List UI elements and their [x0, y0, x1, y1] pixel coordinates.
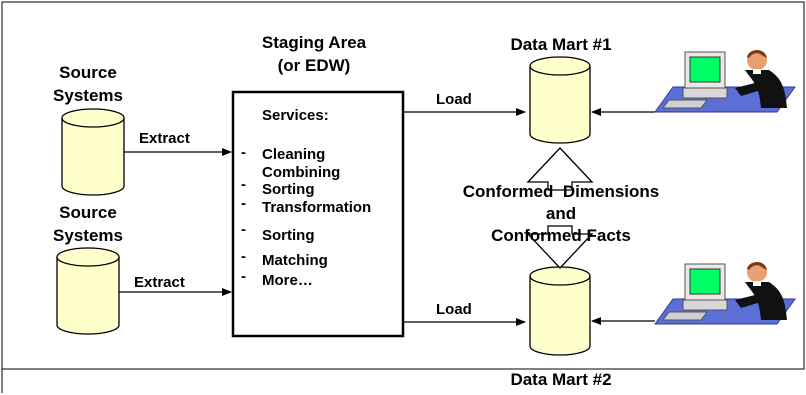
source-2-label-line1: Source [59, 203, 117, 222]
service-dash: - [241, 221, 246, 238]
data-mart-2: Data Mart #2 [510, 266, 612, 389]
service-item: Sorting [262, 227, 315, 244]
user-at-computer-icon [654, 50, 796, 113]
service-dash: - [241, 195, 246, 212]
conformed-double-arrow [526, 147, 594, 269]
source-1-extract-label: Extract [139, 130, 190, 147]
load-label-2: Load [436, 301, 472, 318]
source-2-label-line2: Systems [53, 226, 123, 245]
data-mart-1: Data Mart #1 [510, 35, 612, 144]
conformed-line2: and [546, 204, 576, 223]
staging-area: Staging Area (or EDW) Services: - Cleani… [231, 33, 405, 338]
staging-box [231, 90, 405, 338]
service-item: Cleaning [262, 146, 325, 163]
conformed-down-arrowhead [526, 225, 594, 269]
source-1-label-line1: Source [59, 63, 117, 82]
service-item: Sorting [262, 181, 315, 198]
source-2-extract-label: Extract [134, 274, 185, 291]
services-label: Services: [262, 107, 329, 124]
conformed-line3: Conformed Facts [491, 226, 631, 245]
conformed-line1: Conformed Dimensions [463, 182, 659, 201]
service-dash: - [241, 268, 246, 285]
diagram-frame [1, 1, 805, 370]
service-dash: - [241, 176, 246, 193]
service-item: More… [262, 272, 313, 289]
load-label-1: Load [436, 91, 472, 108]
source-1-label-line2: Systems [53, 86, 123, 105]
user-at-computer-icon [654, 262, 796, 325]
source-system-1: Source Systems Extract [53, 63, 232, 196]
staging-title-line1: Staging Area [262, 33, 367, 52]
service-item: Combining [262, 164, 340, 181]
database-cylinder-icon [61, 108, 125, 196]
services-list: - Cleaning Combining - Sorting - Transfo… [241, 144, 371, 289]
source-system-2: Source Systems Extract [53, 203, 232, 335]
data-mart-1-label: Data Mart #1 [510, 35, 611, 54]
conformed-up-arrowhead [526, 147, 594, 191]
database-cylinder-icon [529, 266, 591, 356]
service-item: Matching [262, 252, 328, 269]
service-item: Transformation [262, 199, 371, 216]
database-cylinder-icon [529, 56, 591, 144]
database-cylinder-icon [56, 247, 120, 335]
data-mart-2-label: Data Mart #2 [510, 370, 611, 389]
service-dash: - [241, 144, 246, 161]
service-dash: - [241, 248, 246, 265]
staging-title-line2: (or EDW) [278, 56, 351, 75]
